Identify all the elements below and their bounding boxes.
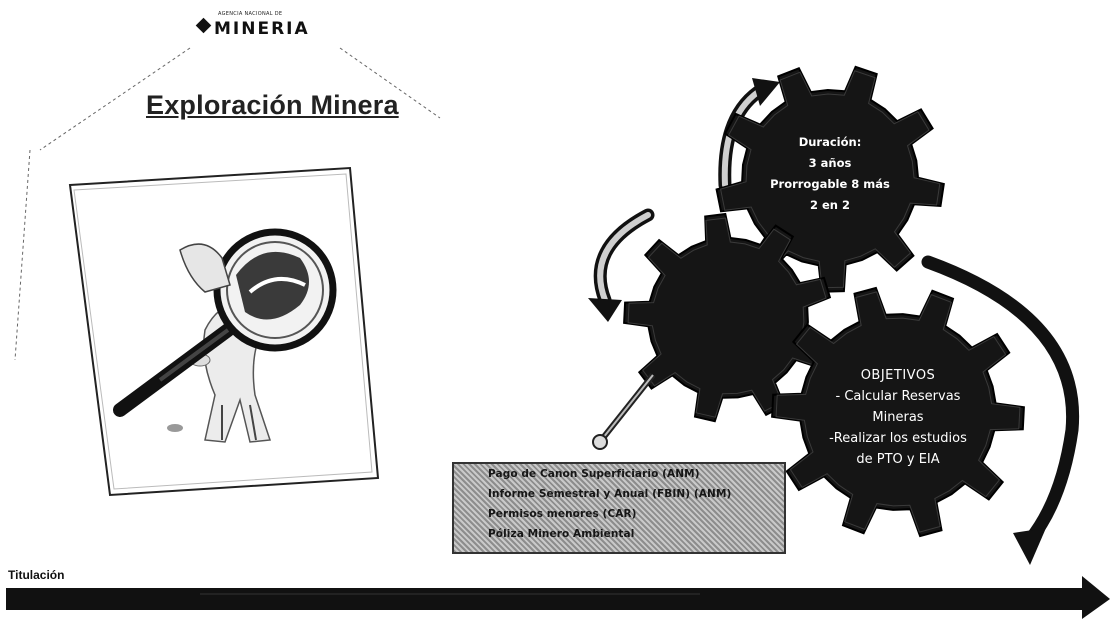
duration-extension: Prorrogable 8 más bbox=[770, 177, 890, 191]
duration-gear-text: Duración: 3 años Prorrogable 8 más 2 en … bbox=[770, 132, 890, 216]
objectives-gear bbox=[771, 286, 1025, 538]
objective-line-2: Mineras bbox=[872, 410, 924, 425]
logo-small-text: AGENCIA NACIONAL DE bbox=[218, 11, 283, 17]
obligation-line-2: Informe Semestral y Anual (FBIN) (ANM) bbox=[488, 488, 732, 500]
duration-interval: 2 en 2 bbox=[810, 198, 850, 212]
obligation-line-4: Póliza Minero Ambiental bbox=[488, 528, 635, 540]
timeline-label: Titulación bbox=[8, 568, 65, 582]
logo-main-text: MINERIA bbox=[214, 19, 310, 39]
arrow-right-icon bbox=[921, 255, 1080, 547]
objectives-gear-edge bbox=[775, 291, 1021, 533]
page-title: Exploración Minera bbox=[146, 90, 399, 120]
obligation-line-1: Pago de Canon Superficiario (ANM) bbox=[488, 468, 700, 480]
roof-lines bbox=[14, 47, 441, 361]
gears-group bbox=[623, 65, 1025, 538]
magnifying-glass-figure-icon bbox=[113, 228, 337, 443]
agency-logo: AGENCIA NACIONAL DE MINERIA bbox=[195, 8, 336, 42]
duration-label: Duración: bbox=[798, 135, 862, 149]
duration-gear-edge bbox=[720, 70, 941, 289]
objective-line-4: de PTO y EIA bbox=[856, 452, 940, 467]
obligations-box: Pago de Canon Superficiario (ANM) Inform… bbox=[452, 462, 786, 554]
objective-line-1: - Calcular Reservas bbox=[835, 389, 961, 404]
timeline-arrow bbox=[6, 576, 1110, 619]
connector-rod bbox=[592, 373, 656, 450]
duration-years: 3 años bbox=[808, 156, 852, 170]
obligation-line-3: Permisos menores (CAR) bbox=[488, 508, 637, 520]
objective-line-3: -Realizar los estudios bbox=[829, 431, 967, 446]
objectives-heading: OBJETIVOS bbox=[860, 368, 936, 383]
objectives-gear-text: OBJETIVOS - Calcular Reservas Mineras -R… bbox=[818, 365, 978, 470]
